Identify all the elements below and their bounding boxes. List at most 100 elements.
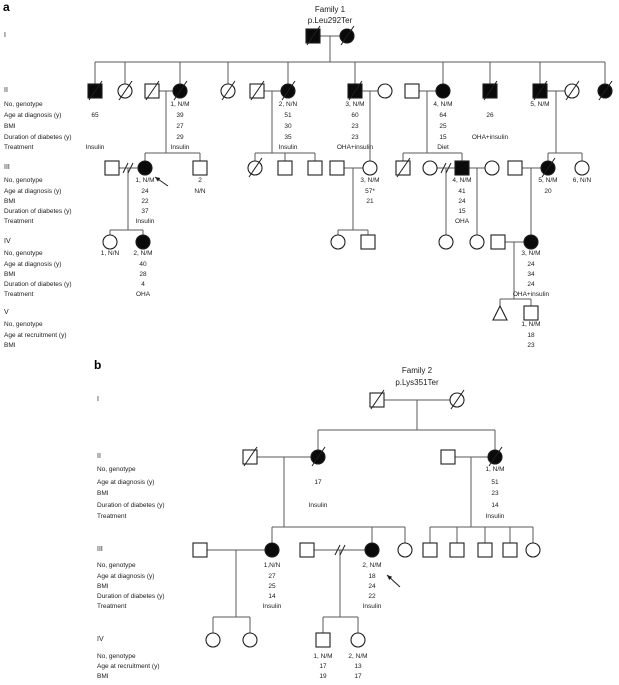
individual-data: 57*	[365, 188, 375, 195]
generation-label: IV	[97, 636, 104, 643]
deceased-slash	[541, 157, 556, 178]
row-label: Age at recruitment (y)	[97, 663, 160, 670]
generation-label: III	[97, 546, 103, 553]
individual-data: 24	[141, 188, 149, 195]
individual-symbol	[507, 160, 523, 176]
individual-data: 15	[458, 208, 466, 215]
individual-data: 65	[91, 112, 99, 119]
deceased-slash	[450, 389, 465, 410]
row-label: BMI	[4, 271, 16, 278]
deceased-slash	[118, 80, 133, 101]
individual-data: 17	[354, 673, 362, 680]
deceased-slash	[311, 446, 326, 467]
row-label: Age at diagnosis (y)	[4, 188, 62, 195]
generation-label: V	[4, 309, 9, 316]
generation-label: II	[97, 453, 101, 460]
individual-symbol	[422, 542, 438, 558]
separation-slashes	[445, 162, 452, 174]
individual-data: 51	[284, 112, 292, 119]
deceased-slash	[370, 389, 385, 410]
individual-symbol	[523, 234, 539, 250]
deceased-slash	[348, 80, 363, 101]
individual-data: 19	[319, 673, 327, 680]
deceased-slash	[281, 80, 296, 101]
individual-symbol	[192, 160, 208, 176]
individual-data: 23	[351, 134, 359, 141]
individual-data: 1, N/N	[100, 250, 120, 257]
individual-data: 24	[368, 583, 376, 590]
individual-data: 1, N/M	[521, 321, 541, 328]
individual-data: 17	[314, 479, 322, 486]
individual-data: 6, N/N	[572, 177, 592, 184]
individual-data: 22	[368, 593, 376, 600]
separation-slashes	[339, 544, 346, 556]
row-label: BMI	[4, 198, 16, 205]
row-label: Age at recruitment (y)	[4, 332, 67, 339]
separation-slashes	[127, 162, 134, 174]
deceased-slash	[598, 80, 613, 101]
individual-data: 2, N/M	[348, 653, 368, 660]
individual-symbol	[435, 83, 451, 99]
individual-data: 24	[527, 261, 535, 268]
individual-data: 26	[486, 112, 494, 119]
individual-data: 20	[544, 188, 552, 195]
deceased-slash	[533, 80, 548, 101]
individual-data: 24	[458, 198, 466, 205]
individual-data: 21	[366, 198, 374, 205]
individual-symbol	[364, 542, 380, 558]
row-label: Treatment	[97, 513, 127, 520]
individual-data: 27	[268, 573, 276, 580]
individual-symbol	[469, 234, 485, 250]
individual-data: Insulin	[262, 603, 282, 610]
individual-data: 24	[527, 281, 535, 288]
individual-data: 4	[141, 281, 145, 288]
individual-data: 23	[527, 342, 535, 349]
individual-data: 1, N/M	[135, 177, 155, 184]
individual-data: 1, N/M	[485, 466, 505, 473]
individual-symbol	[490, 234, 506, 250]
individual-symbol	[192, 542, 208, 558]
deceased-slash	[88, 80, 103, 101]
row-label: No, genotype	[4, 321, 43, 328]
individual-symbol	[502, 542, 518, 558]
individual-data: 29	[176, 134, 184, 141]
individual-symbol	[525, 542, 541, 558]
family-title: Family 1	[314, 5, 346, 14]
individual-data: Insulin	[135, 218, 155, 225]
generation-label: I	[4, 32, 6, 39]
individual-data: Insulin	[308, 502, 328, 509]
row-label: BMI	[4, 123, 16, 130]
row-label: No, genotype	[97, 653, 136, 660]
individual-data: 3, N/M	[360, 177, 380, 184]
deceased-slash	[565, 80, 580, 101]
individual-symbol	[299, 542, 315, 558]
individual-data: 17	[319, 663, 327, 670]
individual-data: 2, N/N	[278, 101, 298, 108]
individual-symbol	[454, 160, 470, 176]
row-label: No, genotype	[4, 250, 43, 257]
individual-data: 1, N/M	[313, 653, 333, 660]
deceased-slash	[340, 25, 355, 46]
individual-data: 39	[176, 112, 184, 119]
individual-data: 64	[439, 112, 447, 119]
individual-data: N/N	[194, 188, 206, 195]
individual-symbol	[477, 542, 493, 558]
individual-symbol	[135, 234, 151, 250]
individual-symbol	[350, 632, 366, 648]
individual-data: 51	[491, 479, 499, 486]
individual-data: 5, N/M	[538, 177, 558, 184]
individual-data: 4, N/M	[433, 101, 453, 108]
individual-data: 18	[368, 573, 376, 580]
deceased-slash	[396, 157, 411, 178]
individual-symbol	[137, 160, 153, 176]
individual-data: 25	[268, 583, 276, 590]
individual-data: 18	[527, 332, 535, 339]
individual-symbol	[404, 83, 420, 99]
individual-symbol	[102, 234, 118, 250]
deceased-slash	[306, 25, 321, 46]
mutation-name: p.Lys351Ter	[395, 378, 439, 387]
individual-data: 15	[439, 134, 447, 141]
deceased-slash	[483, 80, 498, 101]
deceased-slash	[248, 157, 263, 178]
